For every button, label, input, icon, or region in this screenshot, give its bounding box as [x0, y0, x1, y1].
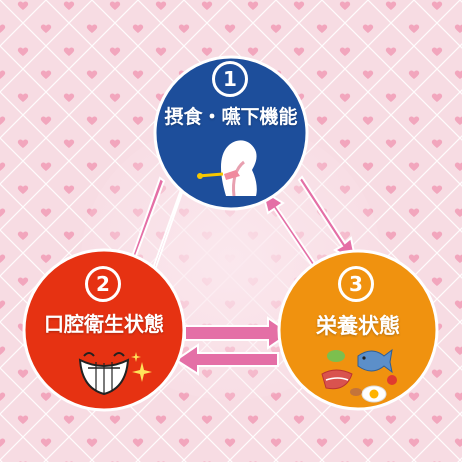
- label-oral-hygiene: 口腔衛生状態: [44, 312, 164, 336]
- label-swallowing: 摂食・嚥下機能: [164, 106, 298, 128]
- step-number-1: 1: [212, 61, 248, 97]
- step-number-2: 2: [85, 266, 121, 302]
- throat-anatomy-icon: [197, 140, 257, 197]
- food-group-icon: [321, 348, 397, 403]
- label-nutrition: 栄養状態: [316, 314, 400, 338]
- step-number-3: 3: [338, 266, 374, 302]
- arrow-3-to-2: [174, 343, 279, 376]
- circle-nutrition: [277, 249, 439, 411]
- circle-swallowing: [153, 55, 309, 211]
- smiling-teeth-icon: [78, 352, 152, 396]
